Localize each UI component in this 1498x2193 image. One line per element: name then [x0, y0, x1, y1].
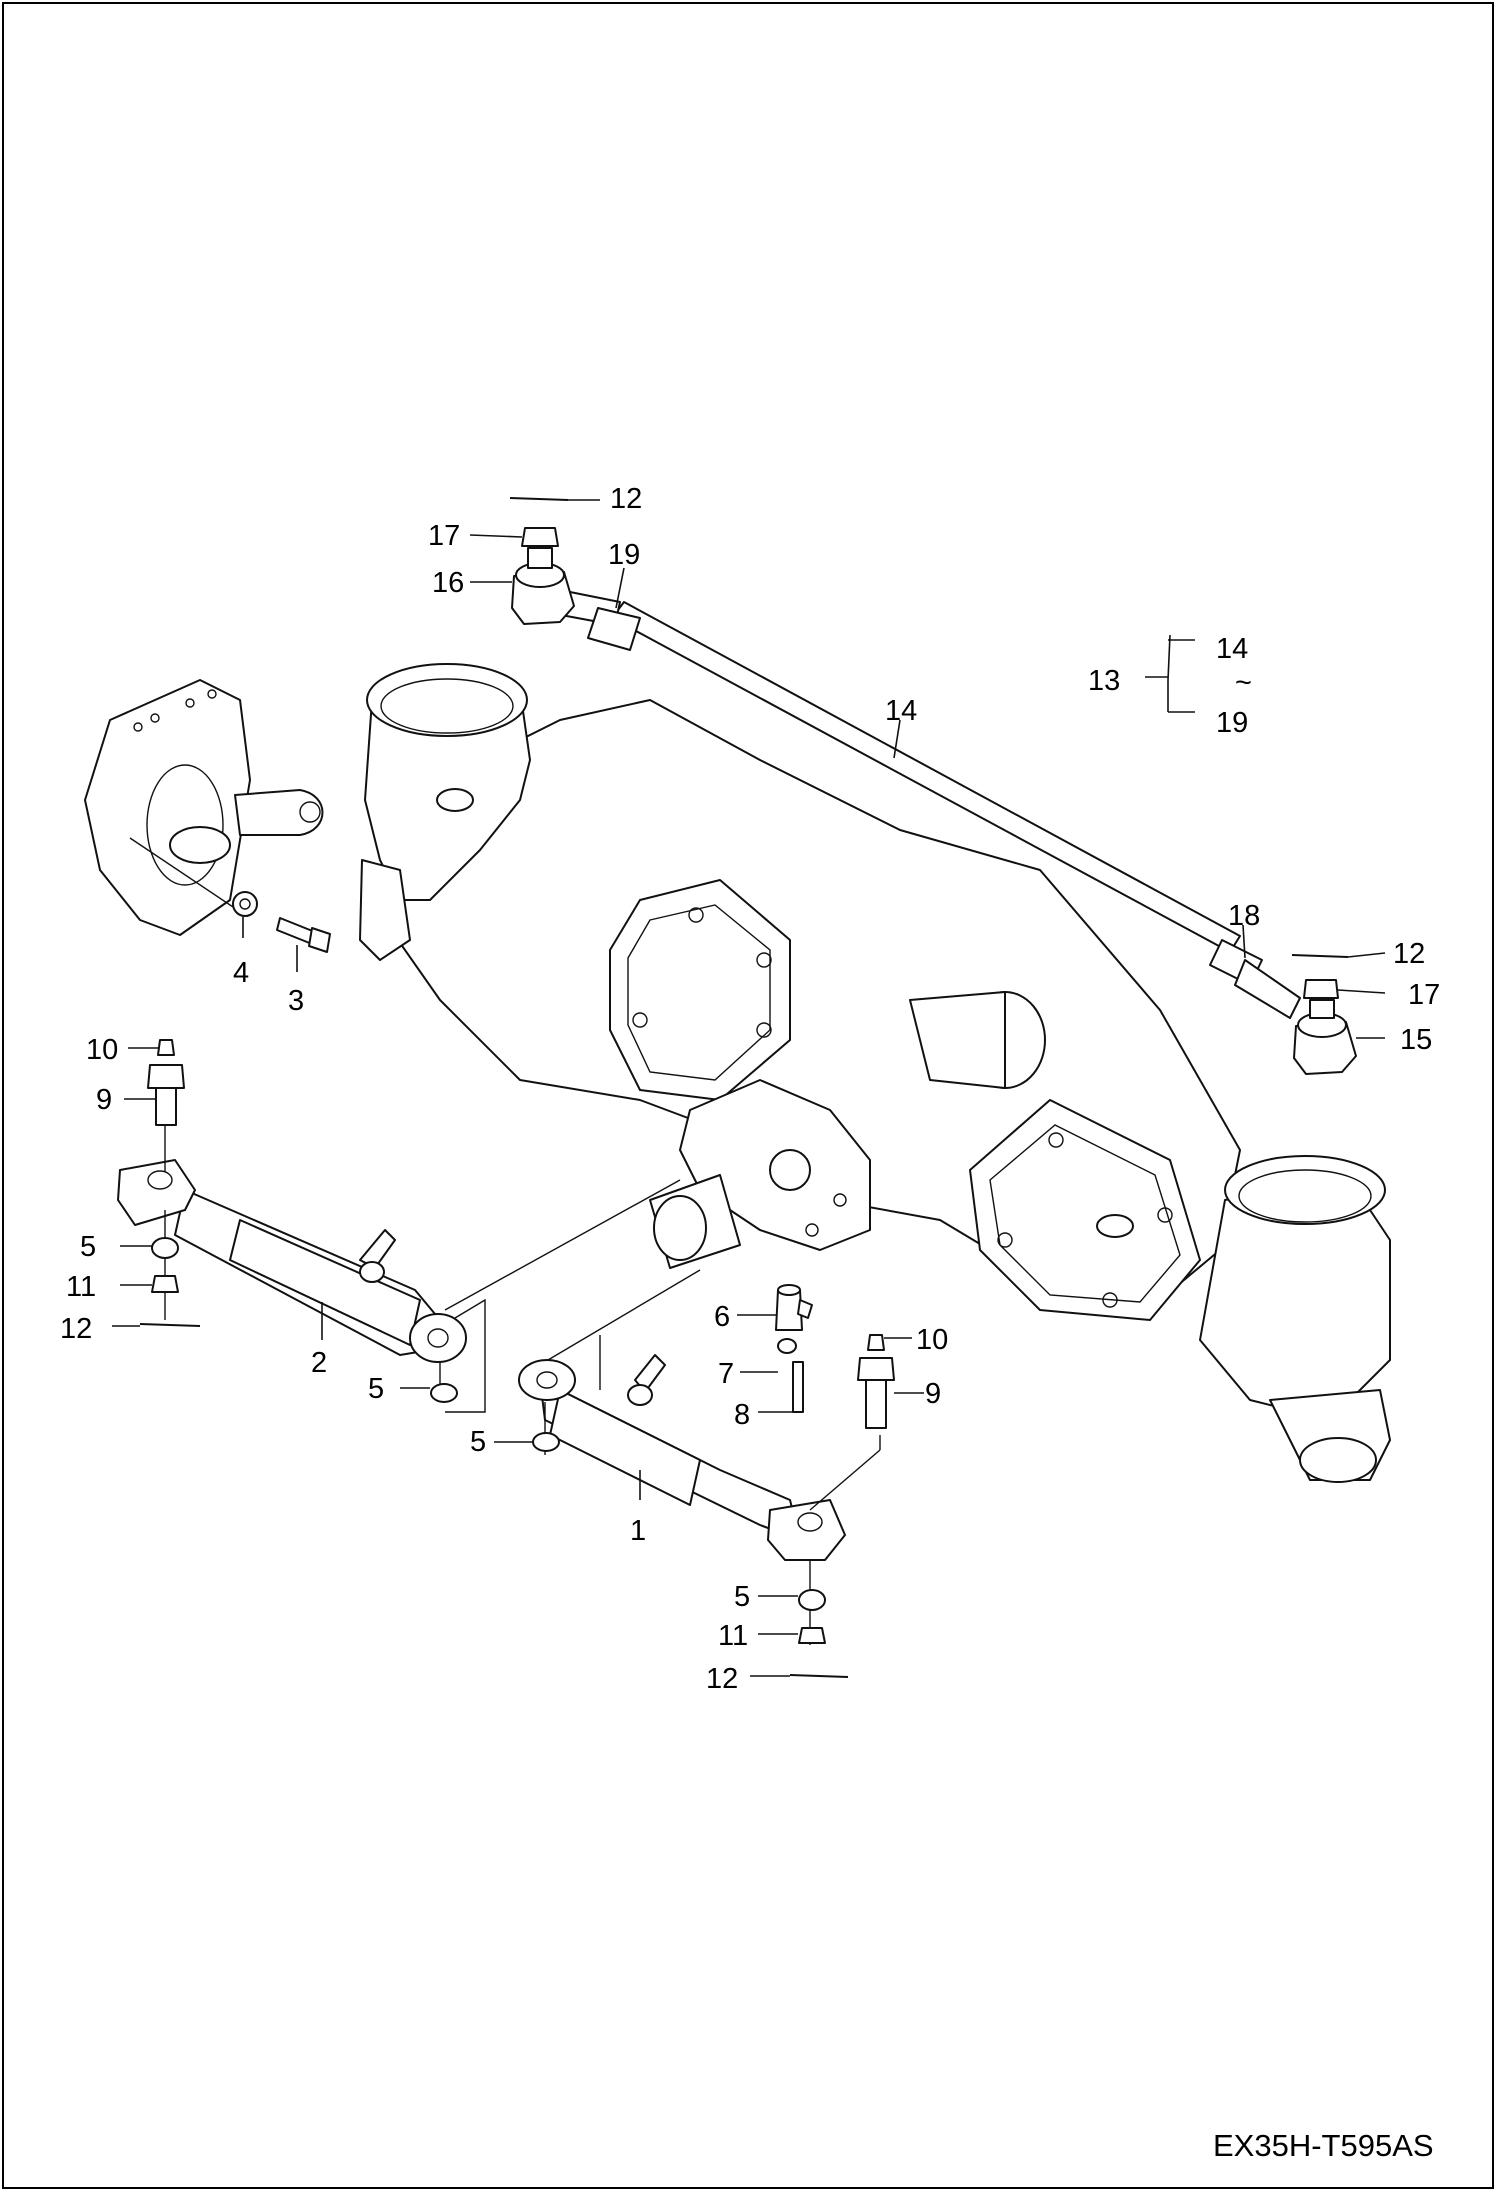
pin-part-6: [775, 1284, 813, 1331]
callout-4: 4: [233, 957, 249, 989]
callout-7: 7: [718, 1358, 734, 1390]
callout-17-left: 17: [428, 520, 460, 552]
callout-9-right: 9: [925, 1378, 941, 1410]
callout-19: 19: [608, 539, 640, 571]
callout-12-right: 12: [1393, 938, 1425, 970]
callout-5-cyl2: 5: [368, 1373, 384, 1405]
callout-2: 2: [311, 1347, 327, 1379]
grease-fitting-left-part-10: [157, 1039, 175, 1056]
callout-13: 13: [1088, 665, 1120, 697]
cotter-pin-right-part-12: [789, 1674, 849, 1678]
cotter-pin-left-part-12: [139, 1323, 201, 1327]
grease-fitting-right-part-10: [867, 1334, 885, 1351]
washer-cyl2-part-5: [430, 1383, 458, 1403]
callout-11-right: 11: [718, 1620, 748, 1652]
callout-18: 18: [1228, 900, 1260, 932]
callout-range-tilde: ~: [1235, 667, 1252, 699]
callout-10-left: 10: [86, 1034, 118, 1066]
callout-6: 6: [714, 1301, 730, 1333]
steering-cylinder-part-2: [117, 1120, 486, 1413]
callout-3: 3: [288, 985, 304, 1017]
washer-right-part-5: [798, 1589, 826, 1611]
callout-14: 14: [885, 695, 917, 727]
callout-16: 16: [432, 567, 464, 599]
tie-rod: [509, 497, 1357, 1075]
callout-17-right: 17: [1408, 979, 1440, 1011]
callout-10-right: 10: [916, 1324, 948, 1356]
nut-left-part-11: [151, 1275, 179, 1293]
callout-12-bottom: 12: [706, 1663, 738, 1695]
callout-5-right: 5: [734, 1581, 750, 1613]
callout-8: 8: [734, 1399, 750, 1431]
washer-cyl1-part-5: [532, 1432, 560, 1452]
axle-housing: [359, 663, 1391, 1483]
steering-knuckle: [84, 679, 324, 936]
callout-range-14: 14: [1216, 633, 1248, 665]
callout-1: 1: [630, 1515, 646, 1547]
callout-12-top: 12: [610, 483, 642, 515]
washer-left-part-5: [151, 1237, 179, 1259]
bolt-part-3: [276, 917, 331, 953]
callout-11-left: 11: [66, 1271, 96, 1303]
pin-left-part-9: [147, 1064, 185, 1126]
washer-part-7: [777, 1338, 797, 1354]
drawing-code: EX35H-T595AS: [1213, 2128, 1434, 2163]
steering-cylinder-part-1: [444, 1179, 881, 1645]
nut-right-part-11: [798, 1627, 826, 1644]
callout-5-left: 5: [80, 1231, 96, 1263]
callout-range-19: 19: [1216, 707, 1248, 739]
callout-15: 15: [1400, 1024, 1432, 1056]
pin-right-part-9: [857, 1357, 895, 1429]
callout-12-left: 12: [60, 1313, 92, 1345]
washer-part-4: [232, 891, 258, 917]
bolt-part-8: [792, 1361, 804, 1413]
callouts: 12 17 16 19 14 13 14 ~ 19 18 12 17 15 4 …: [60, 483, 1440, 1695]
callout-5-cyl1: 5: [470, 1426, 486, 1458]
leader-lines: [112, 499, 1386, 1677]
callout-9-left: 9: [96, 1084, 112, 1116]
